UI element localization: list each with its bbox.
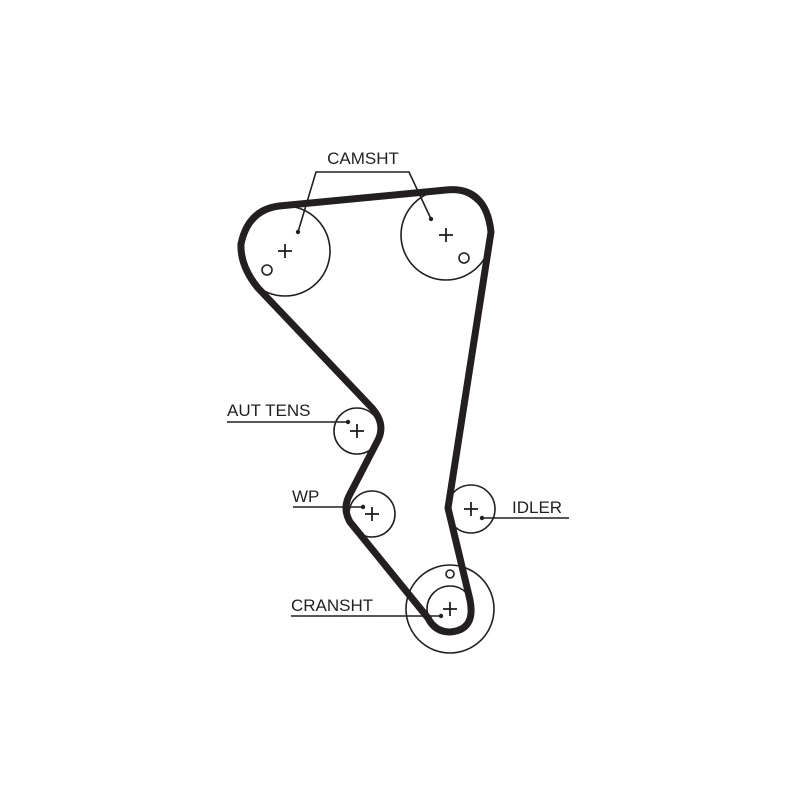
crankshaft-leader	[291, 613, 444, 619]
water-pump-leader	[293, 504, 366, 510]
auto-tensioner-label: AUT TENS	[227, 401, 310, 420]
crankshaft-label: CRANSHT	[291, 596, 373, 615]
camshaft-label: CAMSHT	[327, 149, 399, 168]
camshaft-bracket	[295, 171, 434, 235]
water-pump-label: WP	[292, 487, 319, 506]
idler-leader	[479, 515, 569, 521]
idler-label: IDLER	[512, 498, 562, 517]
auto-tensioner-leader	[227, 419, 351, 425]
timing-belt	[237, 186, 495, 636]
